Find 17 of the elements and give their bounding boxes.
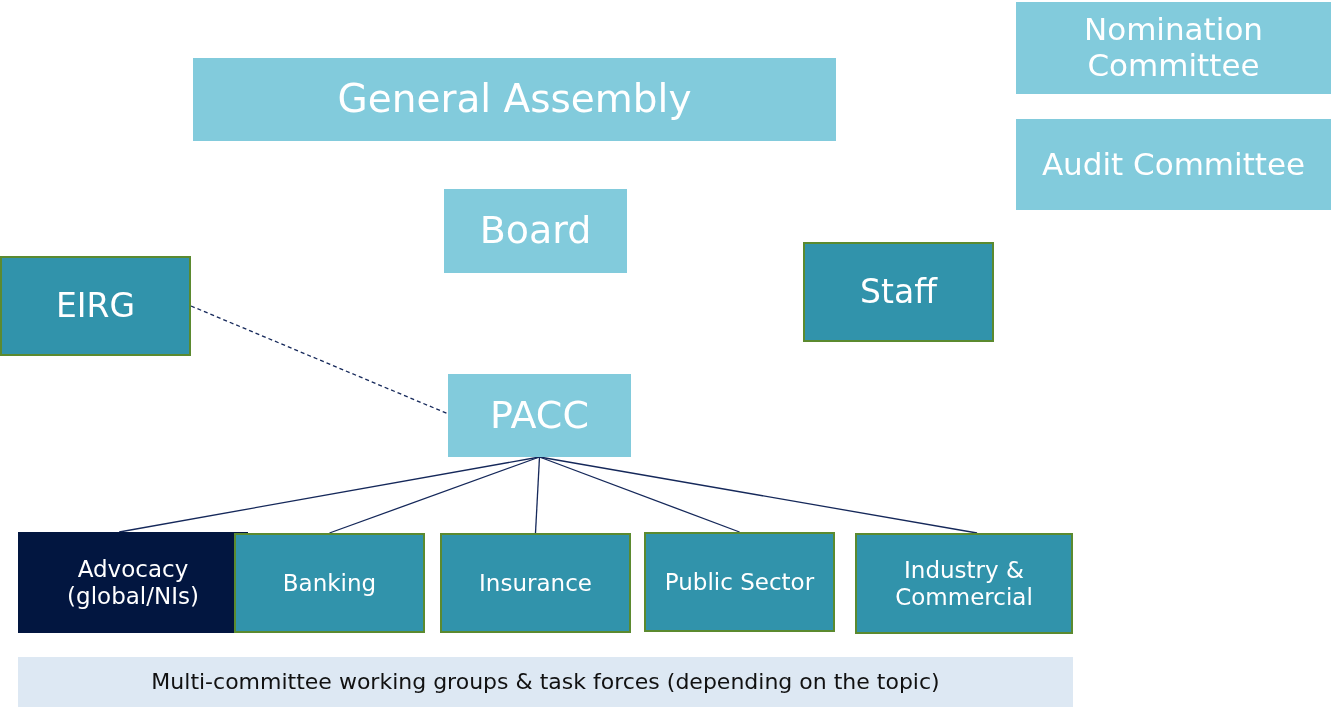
committee-box: Advocacy (global/NIs) (18, 532, 248, 633)
committee-box: Industry & Commercial (855, 533, 1073, 634)
banner-box: Multi-committee working groups & task forces (depending on the topic) (18, 657, 1073, 707)
committee-box: Banking (234, 533, 425, 633)
board-box: Board (444, 189, 627, 273)
committee-box: PACC (448, 374, 631, 457)
connector-line (534, 456, 541, 534)
committee-box: Nomination Committee (1016, 2, 1331, 94)
assembly-box: General Assembly (193, 58, 836, 141)
committee-box: Public Sector (644, 532, 835, 632)
connector-line (538, 456, 978, 534)
staff-box: Staff (803, 242, 994, 342)
committee-box: Audit Committee (1016, 119, 1331, 210)
connector-line (328, 456, 541, 534)
committee-box: Insurance (440, 533, 631, 633)
group-box: EIRG (0, 256, 191, 356)
dashed-connector (190, 305, 449, 415)
